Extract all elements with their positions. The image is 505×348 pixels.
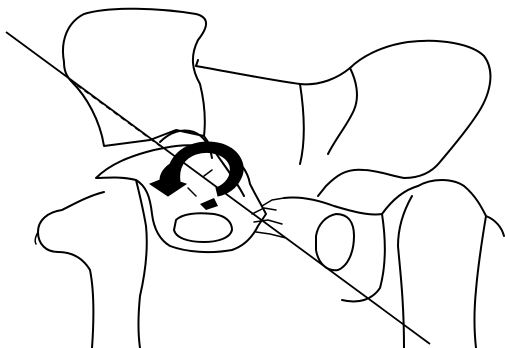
left-femur	[38, 192, 104, 348]
obturator-foramen-right	[316, 214, 354, 270]
sacrum-outline	[196, 60, 304, 196]
rotation-arrow	[150, 142, 243, 196]
left-femur-medial	[136, 180, 147, 348]
rotation-arrow-inner-detail	[200, 198, 218, 210]
pubic-ramus-connection	[252, 198, 286, 238]
left-iliac-wing	[63, 9, 206, 146]
right-femur	[398, 180, 504, 348]
left-greater-trochanter	[35, 232, 38, 244]
right-iliac-wing	[318, 41, 490, 196]
obturator-foramen-left	[174, 213, 232, 242]
sacral-promontory-line	[196, 66, 350, 84]
